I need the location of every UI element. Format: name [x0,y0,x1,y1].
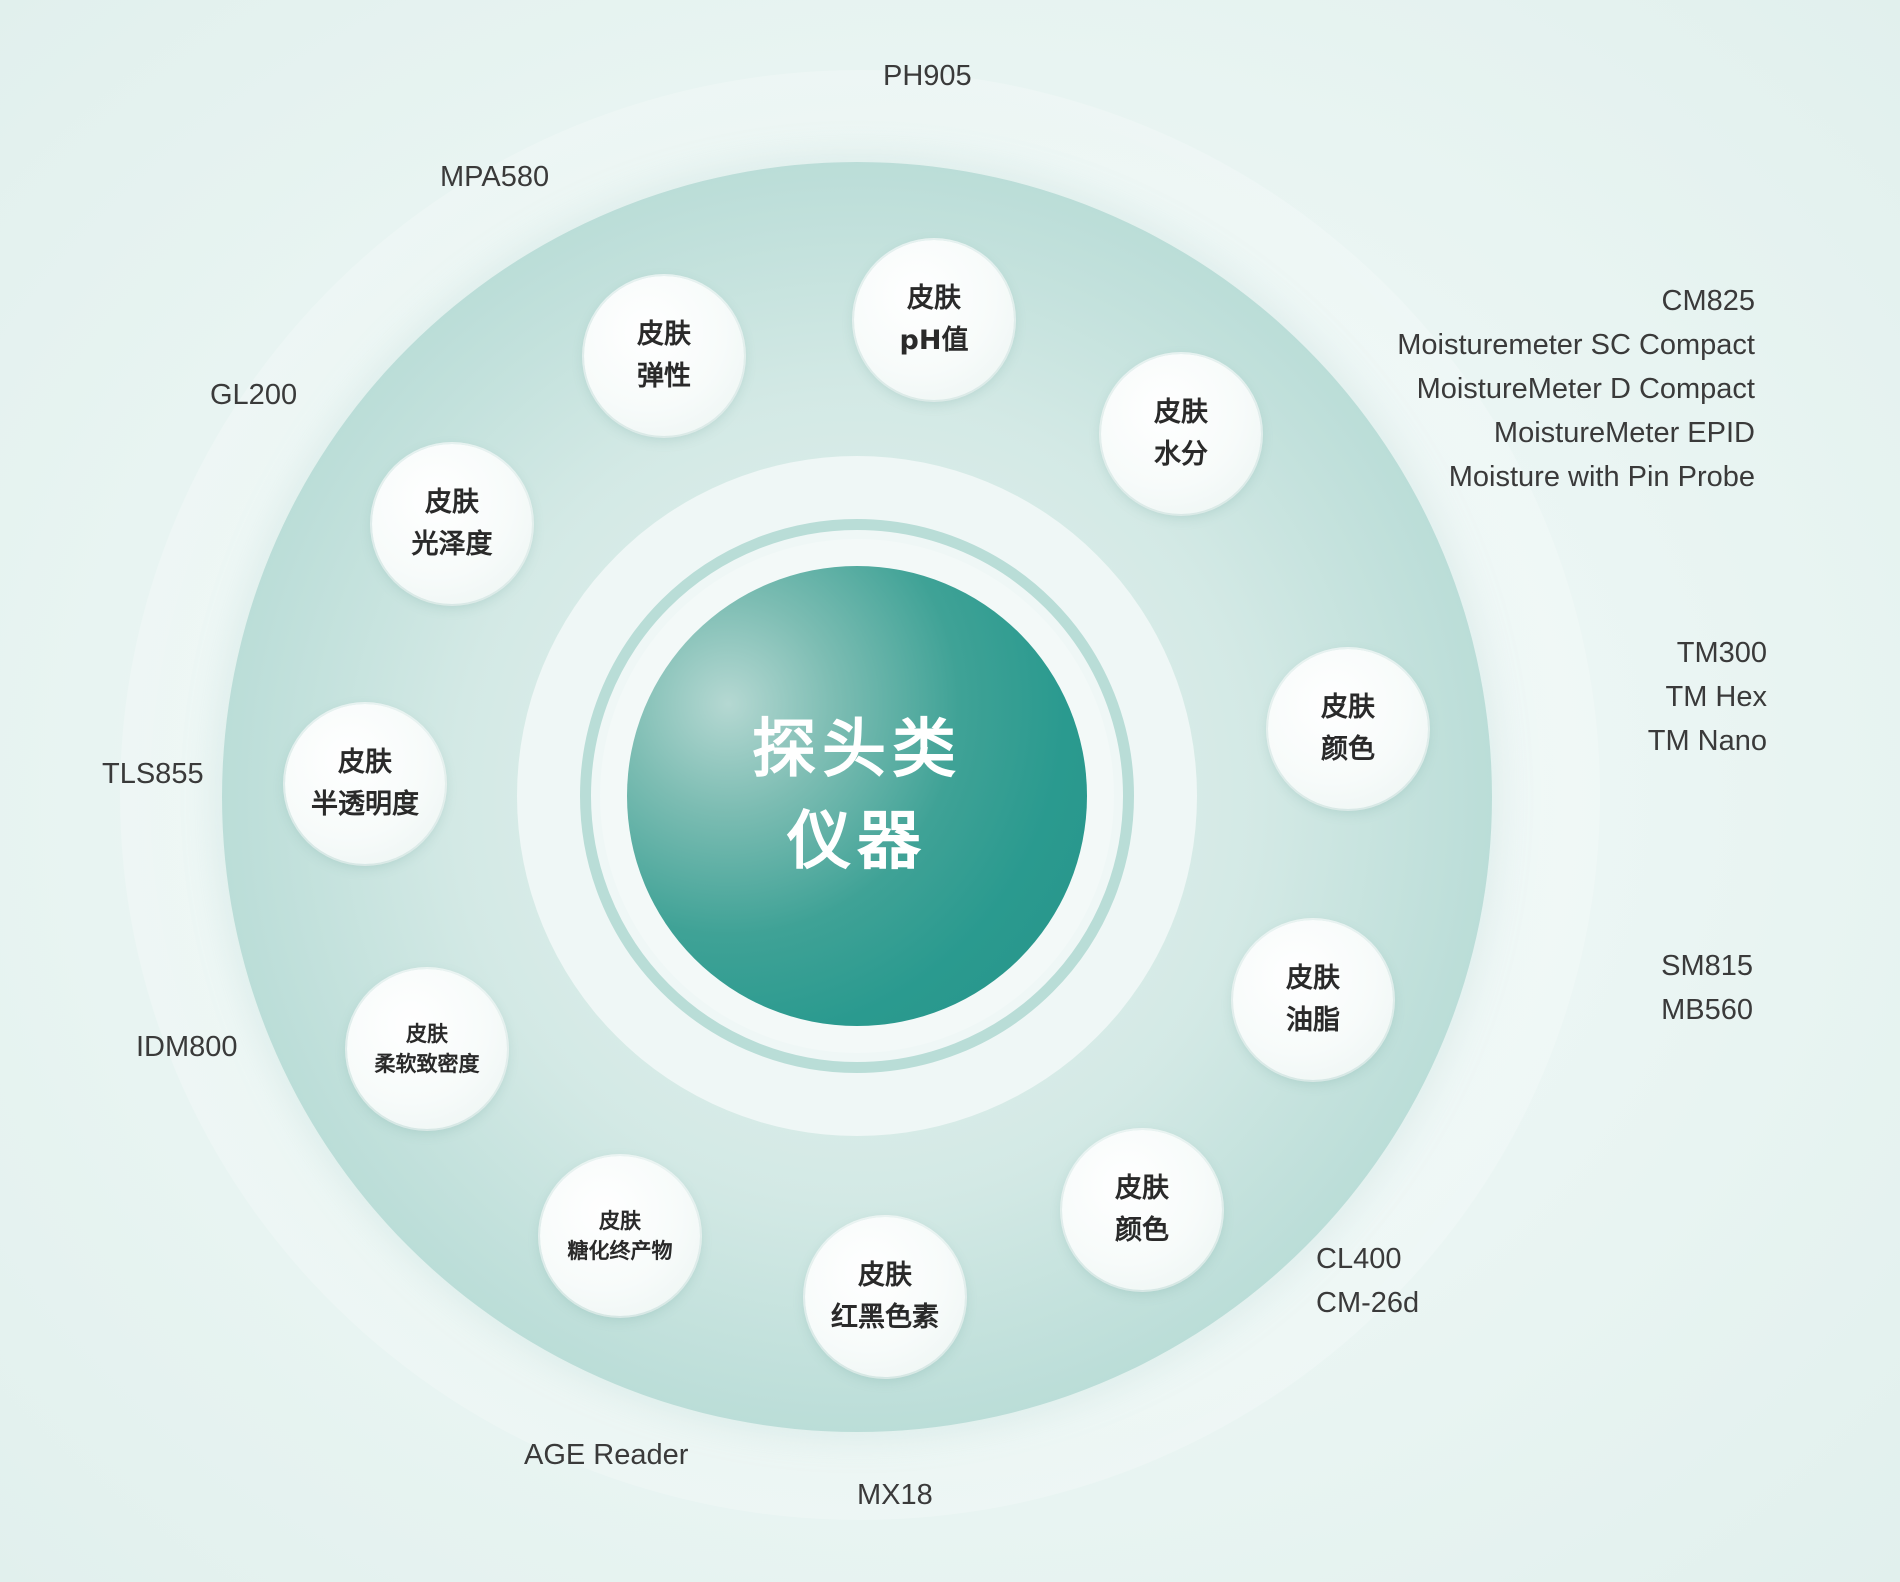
instrument-name: MoistureMeter EPID [1493,417,1755,449]
bubble-line1: 皮肤 [858,1260,912,1291]
center-circle: 探头类 仪器 [627,566,1087,1026]
bubble-line1: 皮肤 [599,1209,641,1233]
bubble-line1: 皮肤 [425,487,479,518]
label-gloss-instruments: GL200 [210,373,297,417]
label-color-bottom-instruments: CL400 CM-26d [1316,1237,1419,1325]
bubble-line2: 柔软致密度 [374,1052,480,1076]
instrument-name: CL400 [1316,1243,1402,1275]
bubble-line1: 皮肤 [406,1022,448,1046]
bubble-skin-sebum: 皮肤 油脂 [1233,920,1393,1080]
instrument-name: TM Nano [1647,725,1767,757]
bubble-skin-melanin: 皮肤 红黑色素 [805,1217,965,1377]
label-melanin-instruments: MX18 [857,1473,933,1517]
instrument-name: CM-26d [1316,1287,1420,1319]
label-elasticity-instruments: MPA580 [440,155,549,199]
instrument-name: SM815 [1661,950,1753,982]
instrument-name: TLS855 [102,758,204,790]
instrument-name: TM Hex [1665,681,1768,713]
bubble-line2: 油脂 [1286,1005,1340,1036]
instrument-name: TM300 [1676,637,1767,669]
bubble-skin-firmness: 皮肤 柔软致密度 [347,969,507,1129]
bubble-line2: 光泽度 [411,529,493,560]
instrument-name: MoistureMeter D Compact [1416,373,1755,405]
instrument-name: Moisture with Pin Probe [1448,461,1755,493]
thin-accent-ring [580,519,1134,1073]
bubble-line2: 水分 [1154,439,1208,470]
bubble-skin-translucency: 皮肤 半透明度 [285,704,445,864]
label-translucency-instruments: TLS855 [102,752,204,796]
bubble-line1: 皮肤 [338,747,392,778]
instrument-name: MPA580 [440,161,550,193]
label-firmness-instruments: IDM800 [136,1025,238,1069]
instrument-name: AGE Reader [524,1439,689,1471]
instrument-name: GL200 [210,379,298,411]
bubble-line1: 皮肤 [637,319,691,350]
instrument-name: PH905 [883,60,972,92]
label-moisture-instruments: CM825 Moisturemeter SC Compact MoistureM… [1397,279,1755,499]
bubble-line1: 皮肤 [1286,963,1340,994]
bubble-line2: 颜色 [1321,734,1375,765]
label-ph-instruments: PH905 [883,54,972,98]
bubble-skin-color-right: 皮肤 颜色 [1268,649,1428,809]
bubble-line1: 皮肤 [907,283,961,314]
bubble-line1: 皮肤 [1321,692,1375,723]
instrument-name: MX18 [857,1479,933,1511]
center-title-line2: 仪器 [787,805,927,879]
bubble-line2: 红黑色素 [831,1302,939,1333]
bubble-line1: 皮肤 [1115,1173,1169,1204]
bubble-skin-gloss: 皮肤 光泽度 [372,444,532,604]
instrument-name: CM825 [1661,285,1756,317]
label-glycation-instruments: AGE Reader [524,1433,688,1477]
bubble-skin-ph: 皮肤 pH值 [854,240,1014,400]
instrument-name: IDM800 [136,1031,238,1063]
bubble-line2: 颜色 [1115,1215,1169,1246]
instrument-name: MB560 [1661,994,1753,1026]
label-color-right-instruments: TM300 TM Hex TM Nano [1648,631,1767,763]
bubble-line2: 弹性 [637,361,691,392]
bubble-line1: 皮肤 [1154,397,1208,428]
bubble-line2: 半透明度 [311,789,419,820]
label-sebum-instruments: SM815 MB560 [1661,944,1753,1032]
center-title-line1: 探头类 [752,713,962,787]
bubble-skin-moisture: 皮肤 水分 [1101,354,1261,514]
bubble-skin-glycation: 皮肤 糖化终产物 [540,1156,700,1316]
bubble-line2: 糖化终产物 [567,1239,673,1263]
bubble-line2: pH值 [899,325,969,356]
bubble-skin-color-bottom: 皮肤 颜色 [1062,1130,1222,1290]
instrument-name: Moisturemeter SC Compact [1397,329,1755,361]
bubble-skin-elasticity: 皮肤 弹性 [584,276,744,436]
